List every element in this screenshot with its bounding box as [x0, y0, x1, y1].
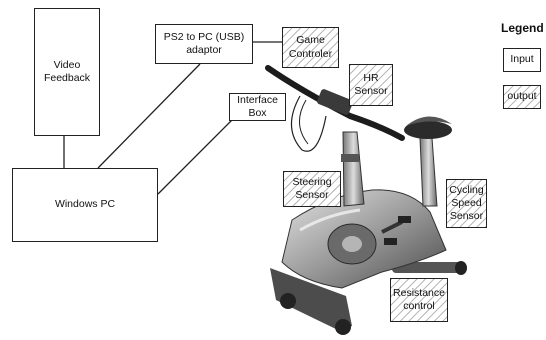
- windows-pc-box: Windows PC: [12, 168, 158, 242]
- ps2-adaptor-box: PS2 to PC (USB) adaptor: [155, 24, 253, 64]
- resistance-control-box: Resistance control: [390, 278, 448, 322]
- legend-output-swatch: output: [503, 85, 541, 109]
- legend-title: Legend: [501, 21, 544, 35]
- legend-input-swatch: Input: [503, 48, 541, 72]
- interface-box: Interface Box: [229, 93, 286, 121]
- game-controller-box: Game Controler: [282, 27, 339, 68]
- video-feedback-box: Video Feedback: [34, 8, 100, 136]
- hr-sensor-box: HR Sensor: [349, 64, 393, 106]
- steering-sensor-box: Steering Sensor: [283, 171, 341, 207]
- cycling-speed-sensor-box: Cycling Speed Sensor: [446, 179, 487, 228]
